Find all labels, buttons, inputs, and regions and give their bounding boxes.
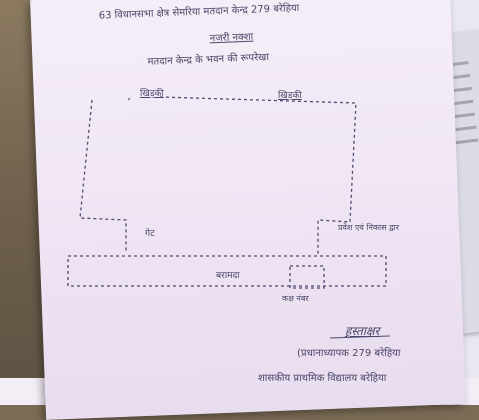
building-outline: [79, 96, 357, 255]
room-box: [289, 265, 325, 289]
verandah-outline: [67, 255, 387, 287]
label-verandah: बरामदा: [216, 271, 240, 281]
floor-plan-sketch: [67, 96, 391, 339]
label-room: कक्ष नंबर: [282, 294, 309, 303]
signature: हस्ताक्षर: [345, 324, 380, 338]
label-office-entrance: प्रवेश एवं निकास द्वार: [338, 223, 400, 232]
signature-underline: [329, 335, 391, 339]
label-window-left: खिड़की: [140, 89, 164, 99]
label-gate: गेट: [145, 229, 155, 239]
official-designation: (प्रधानाध्यापक 279 बरेहिया: [297, 348, 401, 359]
official-school: शासकीय प्राथमिक विद्यालय बरेहिया: [258, 373, 387, 384]
left-window-gap: [127, 97, 131, 101]
label-window-right: खिड़की: [278, 91, 302, 101]
